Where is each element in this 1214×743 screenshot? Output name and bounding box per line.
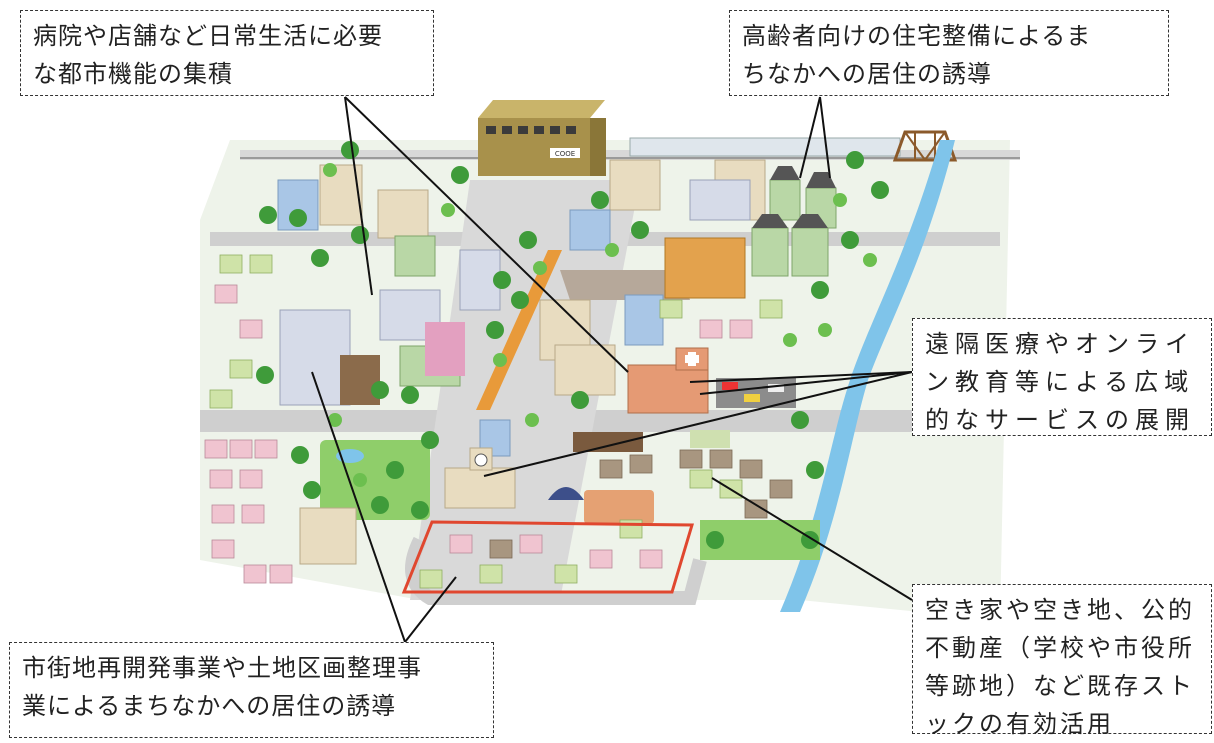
railway (240, 130, 1020, 162)
station-sign: COOE (555, 150, 575, 158)
leader-lines (311, 96, 913, 643)
station-building: COOE (478, 100, 606, 176)
callout-elderly-housing: 高齢者向けの住宅整備によるま ちなかへの居住の誘導 (729, 10, 1169, 96)
callout-remote-services: 遠隔医療やオンライ ン教育等による広域 的なサービスの展開 (912, 318, 1212, 436)
redevelopment-area-frame (401, 520, 695, 594)
trees (256, 141, 889, 549)
schoolyard (584, 490, 654, 524)
callout-vacant-stock: 空き家や空き地、公的 不動産（学校や市役所 等跡地）など既存スト ックの有効活用 (912, 584, 1212, 738)
callout-redevelopment: 市街地再開発事業や土地区画整理事 業によるまちなかへの居住の誘導 (9, 642, 494, 738)
hospital (627, 347, 796, 414)
callout-urban-functions: 病院や店舗など日常生活に必要 な都市機能の集積 (20, 10, 434, 96)
school (444, 447, 584, 509)
